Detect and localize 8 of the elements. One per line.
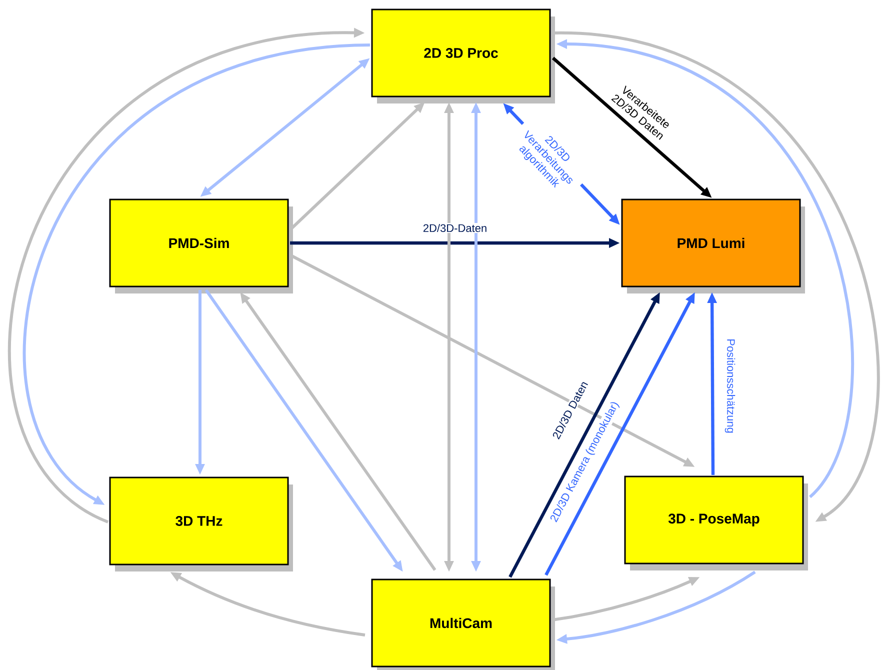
process-box: PMD-Sim xyxy=(109,198,293,294)
process-box: 2D 3D Proc xyxy=(371,8,555,104)
edge-label: 2D/3D-Daten xyxy=(422,222,488,234)
process-box: 3D - PoseMap xyxy=(624,476,808,570)
process-box: PMD Lumi xyxy=(621,198,805,294)
edge-label: Positionsschätzung xyxy=(724,338,736,434)
process-box: MultiCam xyxy=(371,578,555,670)
process-box: 3D THz xyxy=(109,476,293,572)
